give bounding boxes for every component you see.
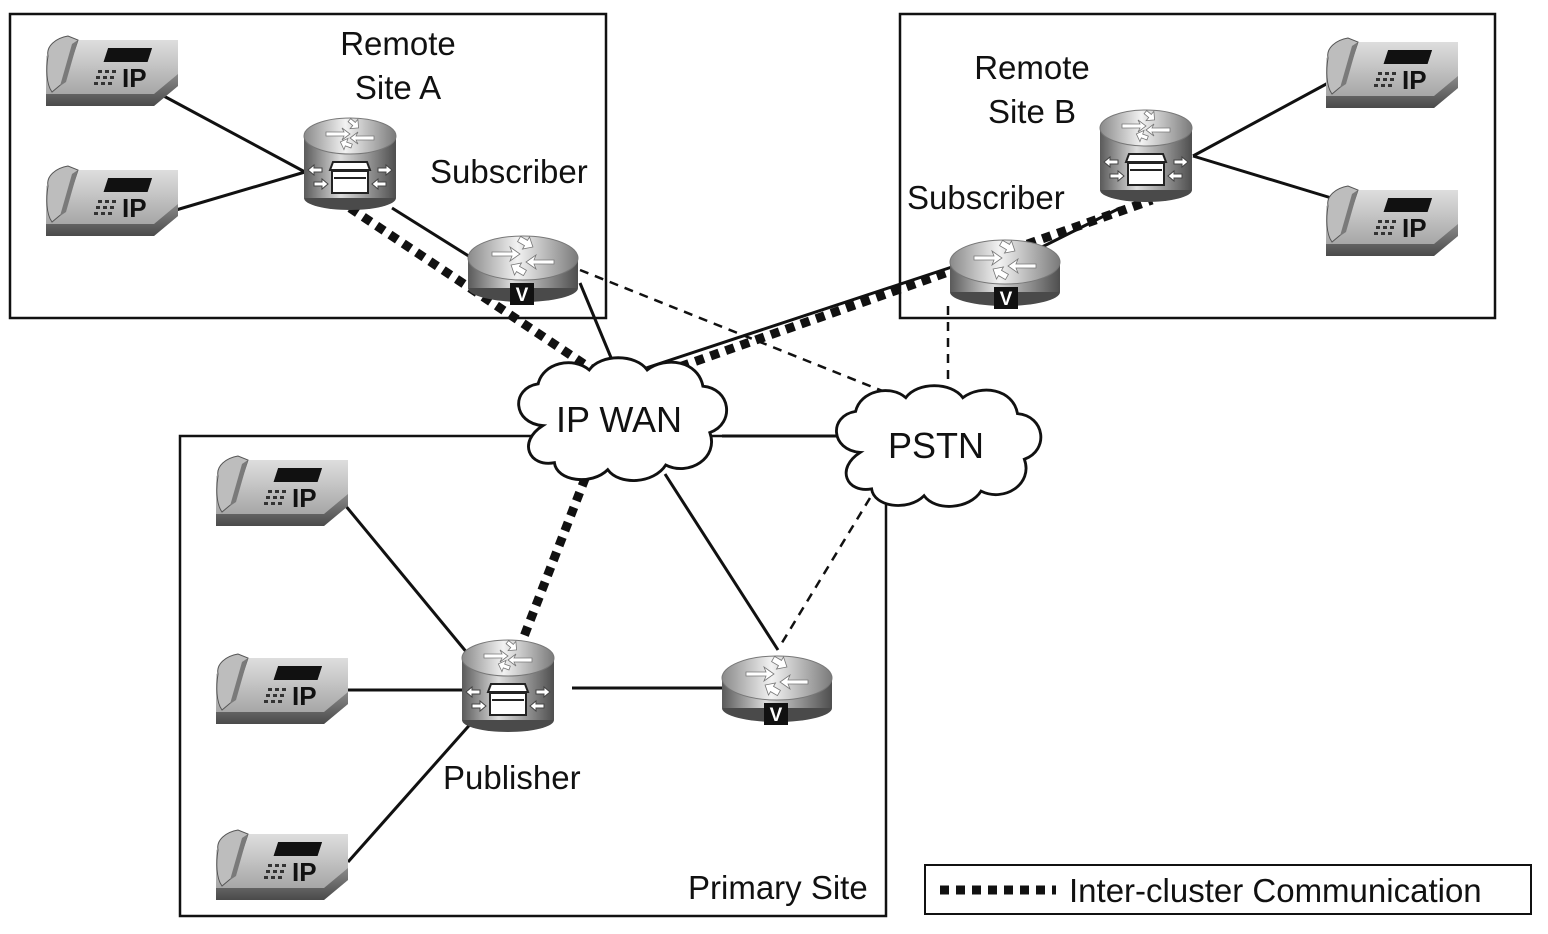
pstn-dashed-links (579, 268, 950, 647)
phone-badge: IP (1402, 65, 1427, 95)
ip-phone-icon (215, 455, 349, 527)
call-manager-icon (461, 636, 555, 733)
phone-badge: IP (122, 193, 147, 223)
phone-badge: IP (292, 857, 317, 887)
pstn-label: PSTN (888, 425, 985, 466)
ip-wan-label: IP WAN (556, 399, 683, 440)
primary-site-label: Primary Site (688, 869, 868, 906)
legend-label: Inter-cluster Communication (1069, 872, 1482, 909)
remote-site-b-box (898, 12, 1497, 320)
phone-badge: IP (122, 63, 147, 93)
gateway-badge: V (770, 705, 783, 726)
gateway-badge: V (516, 285, 529, 306)
legend: Inter-cluster Communication (924, 864, 1532, 915)
phone-badge: IP (292, 681, 317, 711)
call-manager-icon (1099, 106, 1193, 203)
ip-phone-icon (1325, 185, 1459, 257)
ip-phone-icon (45, 35, 179, 107)
ip-phone-icon (215, 653, 349, 725)
call-manager-icon (303, 114, 397, 211)
phone-badge: IP (1402, 213, 1427, 243)
subscriber-a-label: Subscriber (430, 153, 588, 190)
gateway-badge: V (1000, 289, 1013, 310)
ip-phone-icon (45, 165, 179, 237)
subscriber-b-label: Subscriber (907, 179, 1065, 216)
ip-phone-icon (1325, 37, 1459, 109)
remote-site-a-box (8, 12, 608, 320)
remote-site-b-label: Remote Site B (974, 49, 1090, 130)
remote-site-a-label: Remote Site A (340, 25, 456, 106)
publisher-label: Publisher (443, 759, 581, 796)
phone-badge: IP (292, 483, 317, 513)
ip-phone-icon (215, 829, 349, 901)
